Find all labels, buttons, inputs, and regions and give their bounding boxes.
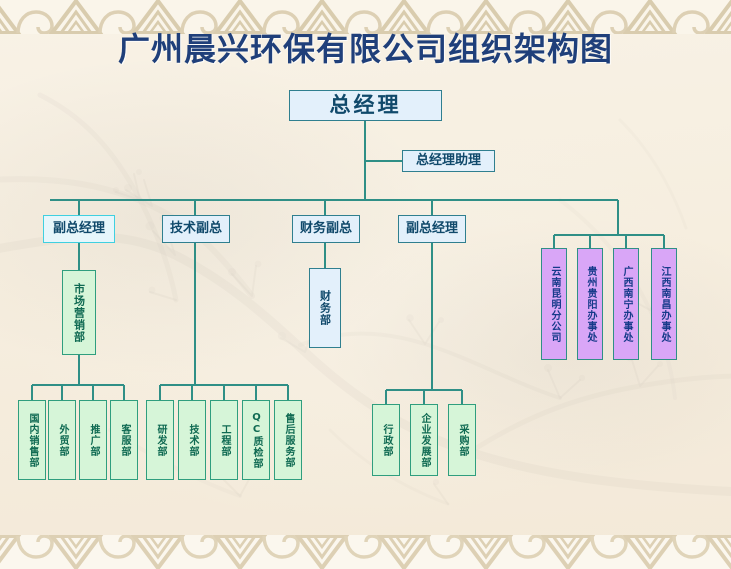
node-label: 市场营销部	[72, 282, 86, 343]
node-dept-finance[interactable]: 财务部	[309, 268, 341, 348]
node-label: 售后服务部	[283, 412, 294, 468]
node-dept-rd[interactable]: 研发部	[146, 400, 174, 480]
node-label: 总经理	[329, 92, 402, 117]
node-vp-finance[interactable]: 财务副总	[292, 215, 360, 243]
node-label: 贵州贵阳办事处	[585, 265, 596, 343]
node-label: 总经理助理	[415, 152, 481, 168]
node-label: 技术部	[187, 423, 198, 457]
node-branch-kunming[interactable]: 云南昆明分公司	[541, 248, 567, 360]
node-dept-customer-service[interactable]: 客服部	[110, 400, 138, 480]
node-label: QC质检部	[251, 411, 262, 469]
node-vp-tech[interactable]: 技术副总	[162, 215, 230, 243]
node-dept-promotion[interactable]: 推广部	[79, 400, 107, 480]
chart-title: 广州晨兴环保有限公司组织架构图	[117, 30, 613, 68]
node-dept-business-development[interactable]: 企业发展部	[410, 404, 438, 476]
node-branch-nanning[interactable]: 广西南宁办事处	[613, 248, 639, 360]
node-general-manager[interactable]: 总经理	[289, 90, 442, 121]
node-label: 采购部	[457, 423, 468, 457]
node-dept-engineering[interactable]: 工程部	[210, 400, 238, 480]
node-label: 客服部	[119, 423, 130, 457]
node-label: 财务部	[318, 290, 332, 326]
node-dept-administration[interactable]: 行政部	[372, 404, 400, 476]
node-dept-purchasing[interactable]: 采购部	[448, 404, 476, 476]
node-vp-admin[interactable]: 副总经理	[398, 215, 466, 243]
node-dept-after-sales[interactable]: 售后服务部	[274, 400, 302, 480]
node-label: 江西南昌办事处	[659, 265, 670, 343]
node-branch-nanchang[interactable]: 江西南昌办事处	[651, 248, 677, 360]
node-label: 云南昆明分公司	[549, 265, 560, 343]
node-label: 国内销售部	[27, 412, 38, 468]
node-label: 行政部	[381, 423, 392, 457]
node-dept-foreign-trade[interactable]: 外贸部	[48, 400, 76, 480]
node-label: 副总经理	[52, 220, 105, 236]
node-label: 广西南宁办事处	[621, 265, 632, 343]
ornament-band-bottom	[0, 535, 731, 569]
node-gm-assistant[interactable]: 总经理助理	[402, 150, 495, 172]
node-branch-guiyang[interactable]: 贵州贵阳办事处	[577, 248, 603, 360]
node-label: 副总经理	[405, 220, 458, 236]
node-label: 财务副总	[299, 220, 352, 236]
node-label: 研发部	[155, 423, 166, 457]
node-dept-marketing[interactable]: 市场营销部	[62, 270, 96, 355]
node-dept-qc[interactable]: QC质检部	[242, 400, 270, 480]
node-dept-domestic-sales[interactable]: 国内销售部	[18, 400, 46, 480]
node-label: 外贸部	[57, 423, 68, 457]
node-label: 企业发展部	[419, 412, 430, 468]
node-label: 工程部	[219, 423, 230, 457]
node-dept-technology[interactable]: 技术部	[178, 400, 206, 480]
node-label: 技术副总	[169, 220, 222, 236]
node-vp-marketing[interactable]: 副总经理	[43, 215, 115, 243]
node-label: 推广部	[88, 423, 99, 457]
